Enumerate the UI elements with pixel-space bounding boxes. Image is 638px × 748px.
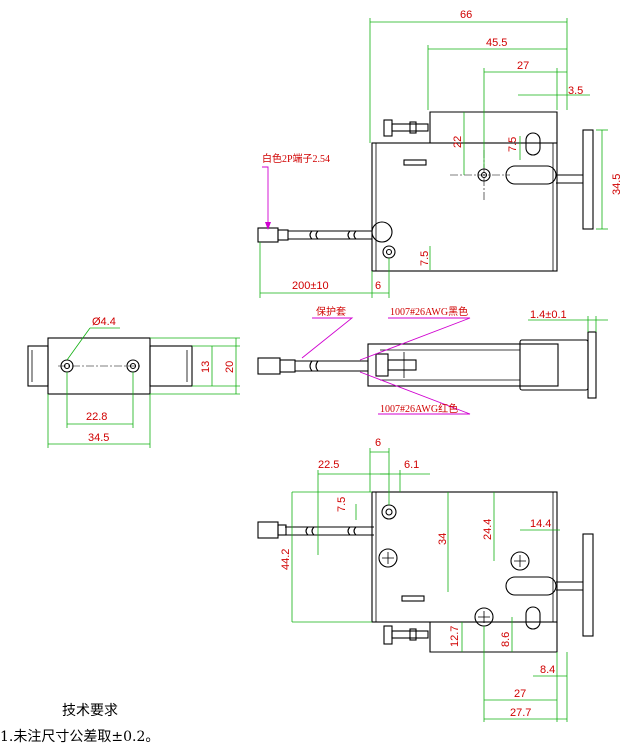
note-terminal: 白色2P端子2.54 (262, 152, 330, 165)
dim-7-5-top: 7.5 (507, 137, 519, 152)
dim-34-5: 34.5 (611, 174, 623, 195)
note-wire-black: 1007#26AWG黑色 (390, 305, 468, 318)
dim-34-5-side: 34.5 (88, 432, 109, 444)
dim-66: 66 (460, 9, 472, 21)
screw-head-bottom (383, 625, 393, 645)
dim-7-5-bottom: 7.5 (336, 497, 348, 512)
dim-7-5-low: 7.5 (419, 251, 431, 266)
dim-24-4: 24.4 (482, 519, 494, 540)
dim-34: 34 (437, 533, 449, 545)
dim-22-5: 22.5 (318, 459, 339, 471)
dim-45-5: 45.5 (486, 37, 507, 49)
dim-22-8: 22.8 (86, 411, 107, 423)
note-sleeve: 保护套 (316, 305, 346, 318)
dim-1-4: 1.4±0.1 (530, 309, 567, 321)
solenoid-body-top (371, 142, 558, 272)
bottom-view (257, 448, 594, 722)
middle-view (257, 316, 608, 415)
dim-44-2: 44.2 (280, 549, 292, 570)
dim-13: 13 (200, 361, 212, 373)
connector-bottom (257, 521, 279, 539)
dim-8-6: 8.6 (500, 632, 512, 647)
side-view (27, 327, 240, 448)
dim-8-4: 8.4 (540, 664, 555, 676)
connector-mid (257, 357, 281, 375)
connector-top (257, 227, 279, 243)
plunger-plate-bottom (582, 533, 594, 637)
solenoid-body-bottom (371, 491, 558, 623)
solenoid-body-mid (367, 343, 559, 387)
dim-27-bottom: 27 (514, 688, 526, 700)
plunger-plate-mid (587, 331, 597, 399)
dim-27-top: 27 (517, 60, 529, 72)
plunger-bottom (505, 576, 557, 596)
side-end-left (27, 345, 49, 387)
plunger-top (505, 165, 557, 185)
plunger-plate-top (582, 129, 594, 230)
dim-200: 200±10 (292, 280, 329, 292)
requirements-title: 技术要求 (62, 703, 118, 719)
dim-d4-4: Ø4.4 (92, 316, 116, 328)
dim-14-4: 14.4 (530, 518, 551, 530)
dim-6-top: 6 (375, 280, 381, 292)
dim-22: 22 (452, 136, 464, 148)
dim-6-bottom: 6 (375, 437, 381, 449)
dim-27-7: 27.7 (510, 707, 531, 719)
dim-3-5: 3.5 (568, 85, 583, 97)
dim-12-7: 12.7 (449, 626, 461, 647)
note-wire-red: 1007#26AWG红色 (380, 402, 458, 415)
requirements-item-1: 1.未注尺寸公差取±0.2。 (0, 729, 160, 745)
screw-head-top (383, 119, 393, 137)
dim-6-1: 6.1 (404, 459, 419, 471)
top-view (257, 18, 608, 298)
dim-20: 20 (224, 361, 236, 373)
